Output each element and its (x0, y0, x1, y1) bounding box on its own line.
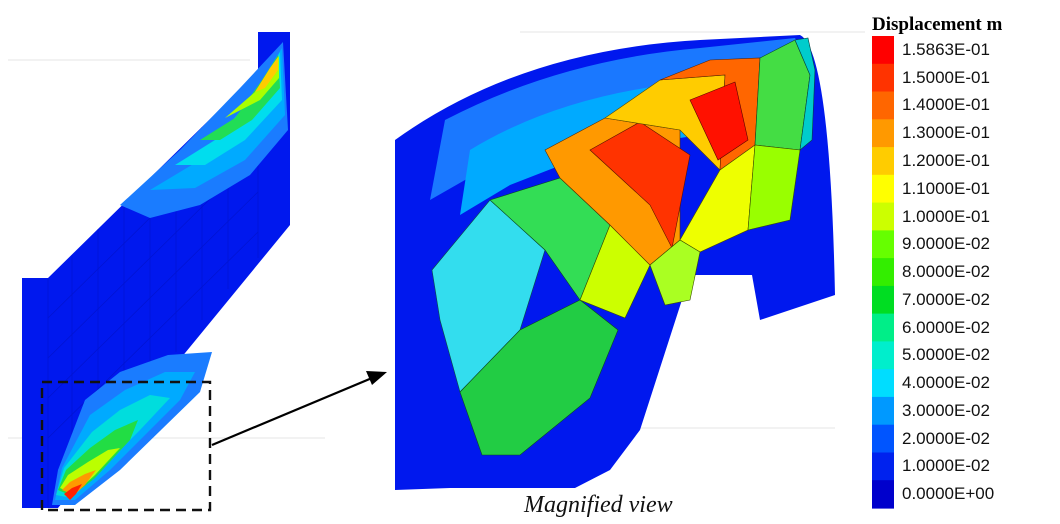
legend-swatch (872, 147, 894, 176)
zoom-selection-box (40, 380, 212, 512)
legend-label: 4.0000E-02 (902, 373, 990, 393)
facet-ridge-cyan (794, 37, 816, 151)
legend-swatch (872, 369, 894, 398)
legend-label: 1.2000E-01 (902, 150, 990, 170)
legend-swatch (872, 285, 894, 315)
legend-swatch (872, 424, 894, 454)
legend-label: 6.0000E-02 (902, 317, 990, 337)
legend-swatch (872, 36, 894, 65)
legend-label: 1.3000E-01 (902, 123, 990, 143)
facet-lower-green (459, 299, 619, 456)
legend-swatch (872, 396, 894, 426)
facet-peak-red (689, 81, 749, 161)
magnified-view (395, 35, 835, 490)
full-model-view (22, 32, 387, 512)
legend-swatch (872, 258, 894, 287)
legend-label: 1.0000E-02 (902, 456, 990, 476)
legend-label: 1.1000E-01 (902, 178, 990, 198)
legend-label: 1.4000E-01 (902, 95, 990, 115)
legend-label: 3.0000E-02 (902, 400, 990, 420)
legend-label: 1.5863E-01 (902, 39, 990, 59)
legend-swatch (872, 91, 894, 120)
legend-swatch (872, 452, 894, 481)
legend-label: 0.0000E+00 (902, 484, 995, 504)
facet-right-lime (747, 144, 801, 231)
legend-swatch (872, 341, 894, 370)
facet-fold-lime (649, 239, 701, 306)
legend-swatch (872, 202, 894, 231)
legend-label: 1.0000E-01 (902, 206, 990, 226)
facet-mid-red (589, 121, 691, 249)
legend-color-bar (872, 36, 894, 509)
zoom-arrow (211, 371, 387, 447)
legend-swatch (872, 480, 894, 509)
lower-displacement-region (52, 352, 212, 505)
upper-displacement-region (120, 42, 288, 218)
legend-swatch (872, 119, 894, 148)
legend-label: 9.0000E-02 (902, 234, 990, 254)
legend-swatch (872, 230, 894, 259)
legend-swatch (872, 63, 894, 93)
legend-label: 7.0000E-02 (902, 289, 990, 309)
legend-label: 5.0000E-02 (902, 345, 990, 365)
magnified-view-caption: Magnified view (524, 492, 673, 518)
legend-swatch (872, 313, 894, 342)
legend-swatch (872, 174, 894, 204)
legend-label: 8.0000E-02 (902, 262, 990, 281)
legend-label: 1.5000E-01 (902, 67, 990, 87)
legend-label: 2.0000E-02 (902, 428, 990, 448)
legend-title: Displacement m (872, 14, 1003, 35)
